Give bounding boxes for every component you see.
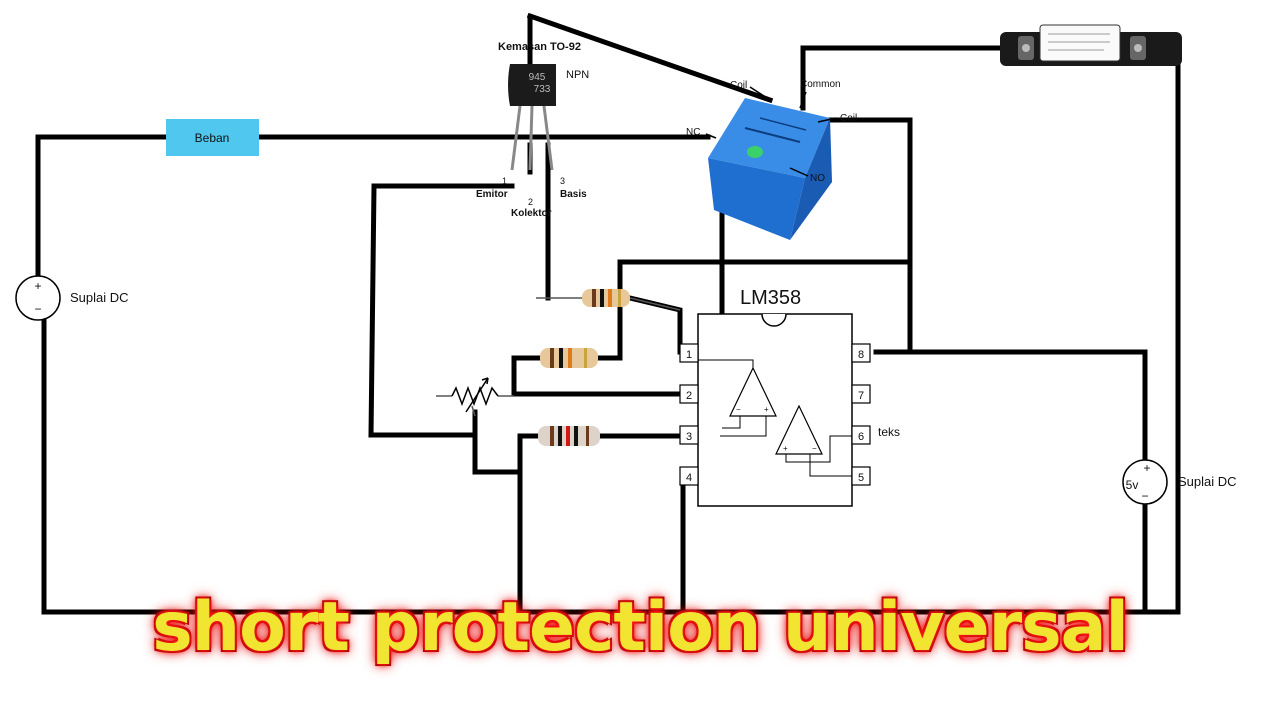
- lm358-ic: LM358 − + + − 1 2 3 4 5 6 7: [679, 287, 900, 507]
- wires: [35, 12, 1181, 615]
- thin-wires: [436, 297, 681, 417]
- ic-pin-2: 2: [686, 390, 692, 402]
- shunt-module: [1000, 24, 1182, 66]
- wire-r2-left: [511, 355, 683, 397]
- load-beban: Beban: [166, 119, 259, 156]
- potentiometer: [451, 377, 499, 413]
- opamp-b-minus: −: [812, 444, 817, 453]
- transistor-marking-1: 945: [529, 72, 546, 83]
- opamp-b-plus: +: [783, 444, 788, 453]
- relay: Coil Common Coil NC NO: [686, 79, 857, 240]
- pin1-number: 1: [502, 176, 507, 186]
- supply-right-label: Suplai DC: [1178, 474, 1237, 489]
- transistor-type-label: NPN: [566, 69, 589, 81]
- wire-r3-left: [517, 433, 543, 615]
- video-title-overlay: short protection universal: [152, 588, 1129, 667]
- pin2-number: 2: [528, 197, 533, 207]
- transistor-to92: Kemasan TO-92 NPN 945 733 1 Emitor 2 Kol…: [476, 41, 589, 219]
- relay-common-label: Common: [800, 79, 841, 90]
- transistor-package-label: Kemasan TO-92: [498, 41, 581, 53]
- ic-pin-1: 1: [686, 349, 692, 361]
- wire-pot-down: [472, 409, 523, 475]
- wire-right-top: [1142, 57, 1181, 615]
- wire-common-top: [800, 45, 1006, 111]
- resistor-1: [582, 289, 630, 307]
- beban-label: Beban: [195, 131, 230, 145]
- resistor-2: [540, 348, 598, 368]
- wire-coil-right: [817, 117, 913, 355]
- wire-pin8: [873, 349, 1148, 463]
- wire-r1-pin1: [626, 294, 683, 355]
- wire-diagonal: [526, 12, 774, 104]
- ic-pin-8: 8: [858, 349, 864, 361]
- ic-name-label: LM358: [740, 287, 801, 309]
- wire-left-loop: [35, 134, 171, 287]
- pin2-name: Kolektor: [511, 208, 552, 219]
- ic-pin-3: 3: [686, 431, 692, 443]
- teks-label: teks: [878, 425, 900, 439]
- relay-no-label: NO: [810, 173, 825, 184]
- pin3-name: Basis: [560, 189, 587, 200]
- wire-r2-top: [597, 259, 623, 361]
- relay-coil-label-1: Coil: [730, 80, 747, 91]
- resistor-3: [538, 426, 600, 446]
- dc-supply-left: + − Suplai DC: [15, 275, 129, 321]
- ic-pin-7: 7: [858, 390, 864, 402]
- supply-right-plus: +: [1143, 461, 1150, 475]
- transistor-marking-2: 733: [534, 84, 551, 95]
- opamp-a-plus: +: [764, 405, 769, 414]
- opamp-a-minus: −: [736, 405, 741, 414]
- supply-left-minus: −: [34, 302, 41, 316]
- ic-pin-6: 6: [858, 431, 864, 443]
- supply-right-minus: −: [1141, 489, 1148, 503]
- pin1-name: Emitor: [476, 189, 508, 200]
- pin3-number: 3: [560, 176, 565, 186]
- relay-nc-label: NC: [686, 127, 700, 138]
- wire-emitter: [368, 183, 515, 438]
- dc-supply-right: + 5v − Suplai DC: [1122, 459, 1237, 505]
- supply-left-plus: +: [34, 279, 41, 293]
- supply-right-voltage: 5v: [1126, 478, 1139, 492]
- ic-pin-4: 4: [686, 472, 692, 484]
- ic-pin-5: 5: [858, 472, 864, 484]
- supply-left-label: Suplai DC: [70, 290, 129, 305]
- wire-left-bottom: [41, 317, 1148, 615]
- relay-coil-label-2: Coil: [840, 113, 857, 124]
